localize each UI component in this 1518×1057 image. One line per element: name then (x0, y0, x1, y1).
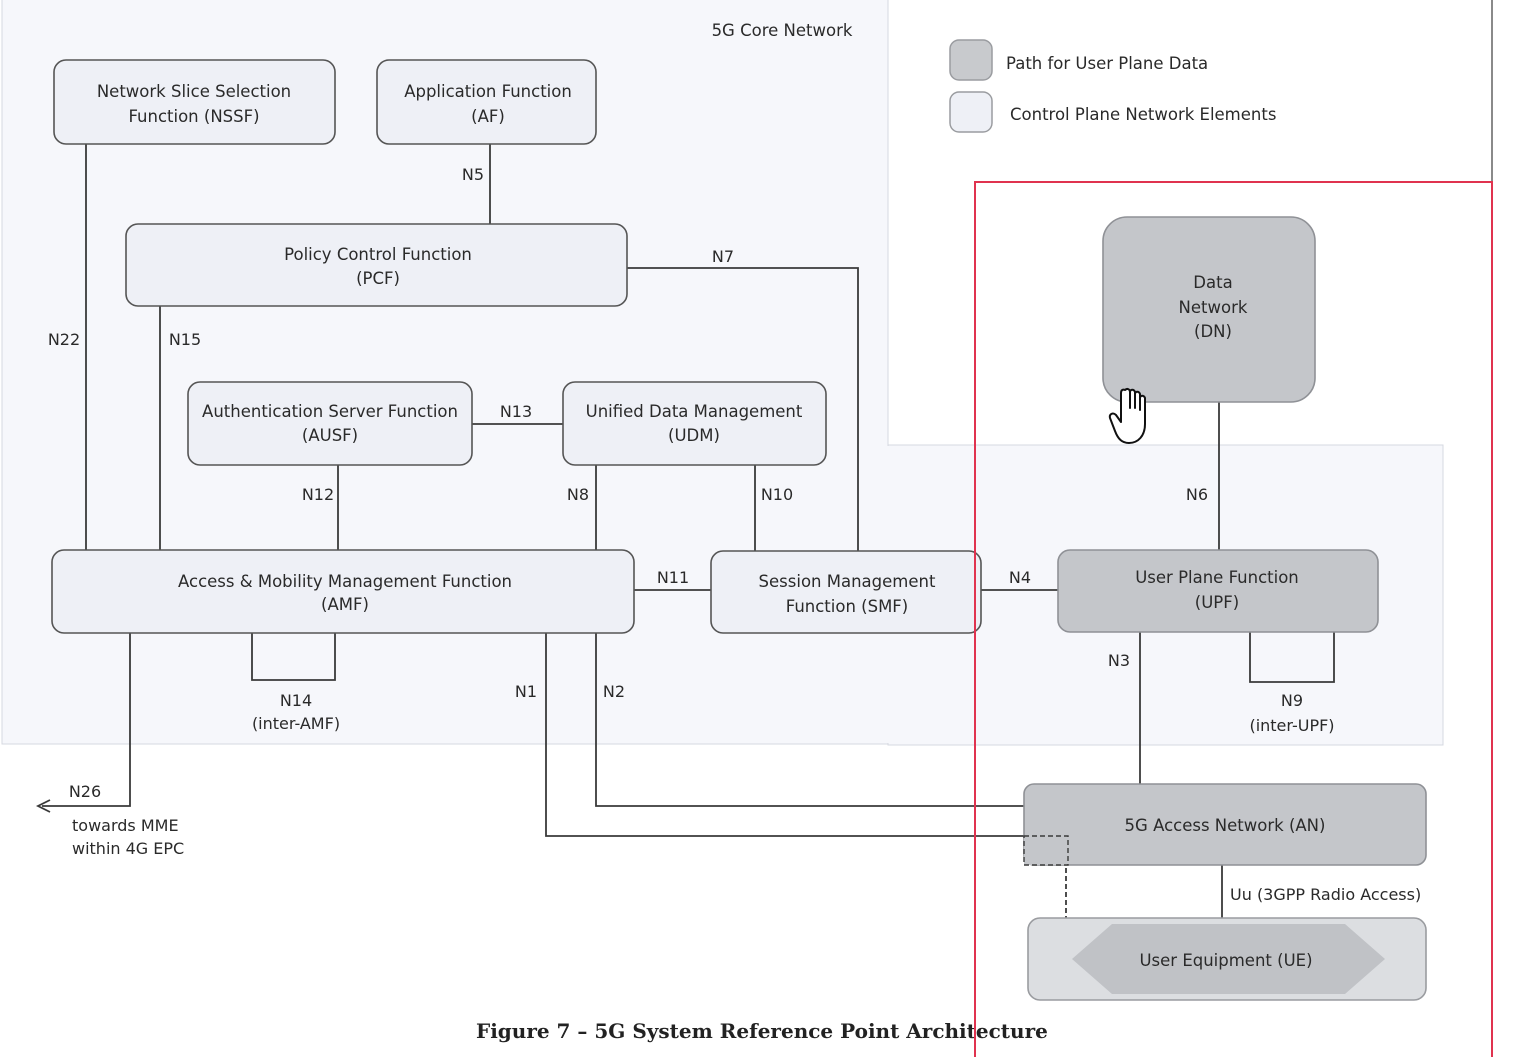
node-udm: Unified Data Management (UDM) (562, 381, 827, 466)
edge-label-n6: N6 (1186, 485, 1208, 504)
edge-n1-line (545, 633, 1066, 837)
node-upf-label-2: (UPF) (1195, 593, 1239, 612)
node-udm-box (562, 381, 827, 466)
node-pcf: Policy Control Function (PCF) (125, 223, 628, 307)
edge-label-n15: N15 (169, 330, 201, 349)
edge-label-n9-sub: (inter-UPF) (1249, 716, 1334, 735)
node-ausf-label-2: (AUSF) (302, 426, 358, 445)
edge-label-uu: Uu (3GPP Radio Access) (1230, 885, 1421, 904)
node-an-label: 5G Access Network (AN) (1125, 816, 1326, 835)
edge-n26-line (42, 633, 131, 807)
region-label: 5G Core Network (712, 21, 853, 40)
edge-label-n13: N13 (500, 402, 532, 421)
edge-label-n1: N1 (515, 682, 537, 701)
edge-label-n26-line1: towards MME (72, 816, 179, 835)
legend-label-user-plane: Path for User Plane Data (1006, 54, 1208, 73)
edge-label-n14: N14 (280, 691, 312, 710)
edge-n7-line (627, 267, 859, 551)
edge-n9-loop (1249, 632, 1335, 683)
legend-swatch-user-plane (949, 39, 993, 81)
node-ue: User Equipment (UE) (1027, 917, 1427, 1001)
node-upf-box (1057, 549, 1379, 633)
node-nssf-box (53, 59, 336, 145)
node-nssf-label-1: Network Slice Selection (97, 82, 291, 101)
node-smf-label-1: Session Management (759, 572, 936, 591)
edge-label-n14-sub: (inter-AMF) (252, 714, 340, 733)
edge-label-n2: N2 (603, 682, 625, 701)
edge-label-n3: N3 (1108, 651, 1130, 670)
node-dn-label-3: (DN) (1194, 322, 1232, 341)
node-ausf-label-1: Authentication Server Function (202, 402, 458, 421)
node-udm-label-2: (UDM) (668, 426, 720, 445)
node-upf-label-1: User Plane Function (1135, 568, 1299, 587)
node-an-box (1023, 783, 1427, 866)
node-af-label-1: Application Function (404, 82, 572, 101)
hand-pointer-icon (1108, 387, 1146, 444)
edge-label-n22: N22 (48, 330, 80, 349)
node-pcf-box (125, 223, 628, 307)
arrow-left-icon (35, 799, 51, 813)
node-pcf-label-1: Policy Control Function (284, 245, 472, 264)
node-upf: User Plane Function (UPF) (1057, 549, 1379, 633)
node-ausf-box (187, 381, 473, 466)
node-smf-label-2: Function (SMF) (786, 597, 909, 616)
edge-label-n10: N10 (761, 485, 793, 504)
legend-label-control-plane: Control Plane Network Elements (1010, 105, 1276, 124)
node-nssf: Network Slice Selection Function (NSSF) (53, 59, 336, 145)
node-amf-label-2: (AMF) (321, 595, 369, 614)
connectors (35, 144, 1335, 918)
legend-swatch-control-plane (949, 91, 993, 133)
node-dn-label-2: Network (1179, 298, 1248, 317)
edge-label-n26-line2: within 4G EPC (72, 839, 184, 858)
node-af-label-2: (AF) (471, 107, 505, 126)
edge-label-n26: N26 (69, 782, 101, 801)
node-ue-arrow-shape (1072, 924, 1385, 994)
node-dn[interactable]: Data Network (DN) (1102, 216, 1316, 403)
node-an-dashed-corner (1023, 835, 1069, 866)
edge-label-n11: N11 (657, 568, 689, 587)
node-pcf-label-2: (PCF) (356, 269, 400, 288)
node-ausf: Authentication Server Function (AUSF) (187, 381, 473, 466)
edge-n14-loop (251, 633, 336, 681)
node-amf-box (51, 549, 635, 634)
selection-highlight-box[interactable] (974, 181, 1493, 1057)
node-dn-box[interactable] (1102, 216, 1316, 403)
node-smf-box (710, 550, 982, 634)
edge-label-n12: N12 (302, 485, 334, 504)
edge-label-n5: N5 (462, 165, 484, 184)
edge-label-n9: N9 (1281, 691, 1303, 710)
node-amf-label-1: Access & Mobility Management Function (178, 572, 512, 591)
node-nssf-label-2: Function (NSSF) (128, 107, 259, 126)
edge-label-n4: N4 (1009, 568, 1031, 587)
edge-labels: N5 N7 N22 N15 N13 N12 N8 N10 N11 N4 N6 N… (48, 165, 1421, 904)
node-udm-label-1: Unified Data Management (586, 402, 803, 421)
figure-caption: Figure 7 – 5G System Reference Point Arc… (476, 1019, 1048, 1043)
edge-label-n8: N8 (567, 485, 589, 504)
edge-n2-line (595, 633, 1024, 807)
edge-label-n7: N7 (712, 247, 734, 266)
node-amf: Access & Mobility Management Function (A… (51, 549, 635, 634)
node-dn-label-1: Data (1193, 273, 1232, 292)
node-af: Application Function (AF) (376, 59, 597, 145)
node-ue-label: User Equipment (UE) (1139, 951, 1312, 970)
node-smf: Session Management Function (SMF) (710, 550, 982, 634)
node-an: 5G Access Network (AN) (1023, 783, 1427, 866)
node-af-box (376, 59, 597, 145)
